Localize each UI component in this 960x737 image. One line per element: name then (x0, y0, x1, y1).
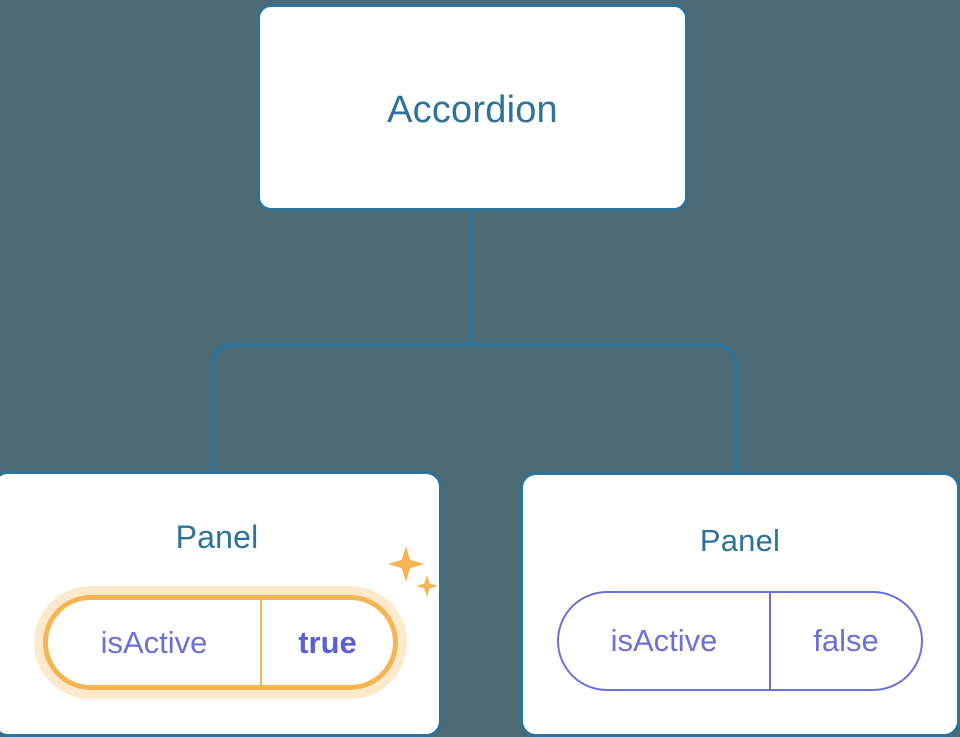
prop-value-label: false (813, 623, 879, 658)
node-accordion[interactable]: Accordion (257, 4, 688, 211)
prop-pill-isactive-true[interactable]: isActive true (43, 595, 398, 690)
prop-pill-isactive-false[interactable]: isActive false (557, 591, 923, 691)
prop-key-label: isActive (48, 600, 262, 685)
node-panel-left-title: Panel (175, 519, 259, 555)
node-panel-right-title: Panel (699, 523, 781, 558)
node-accordion-title: Accordion (387, 89, 558, 131)
prop-key-label: isActive (559, 593, 771, 689)
prop-value-label: true (298, 624, 357, 660)
connector-bus (211, 343, 737, 472)
